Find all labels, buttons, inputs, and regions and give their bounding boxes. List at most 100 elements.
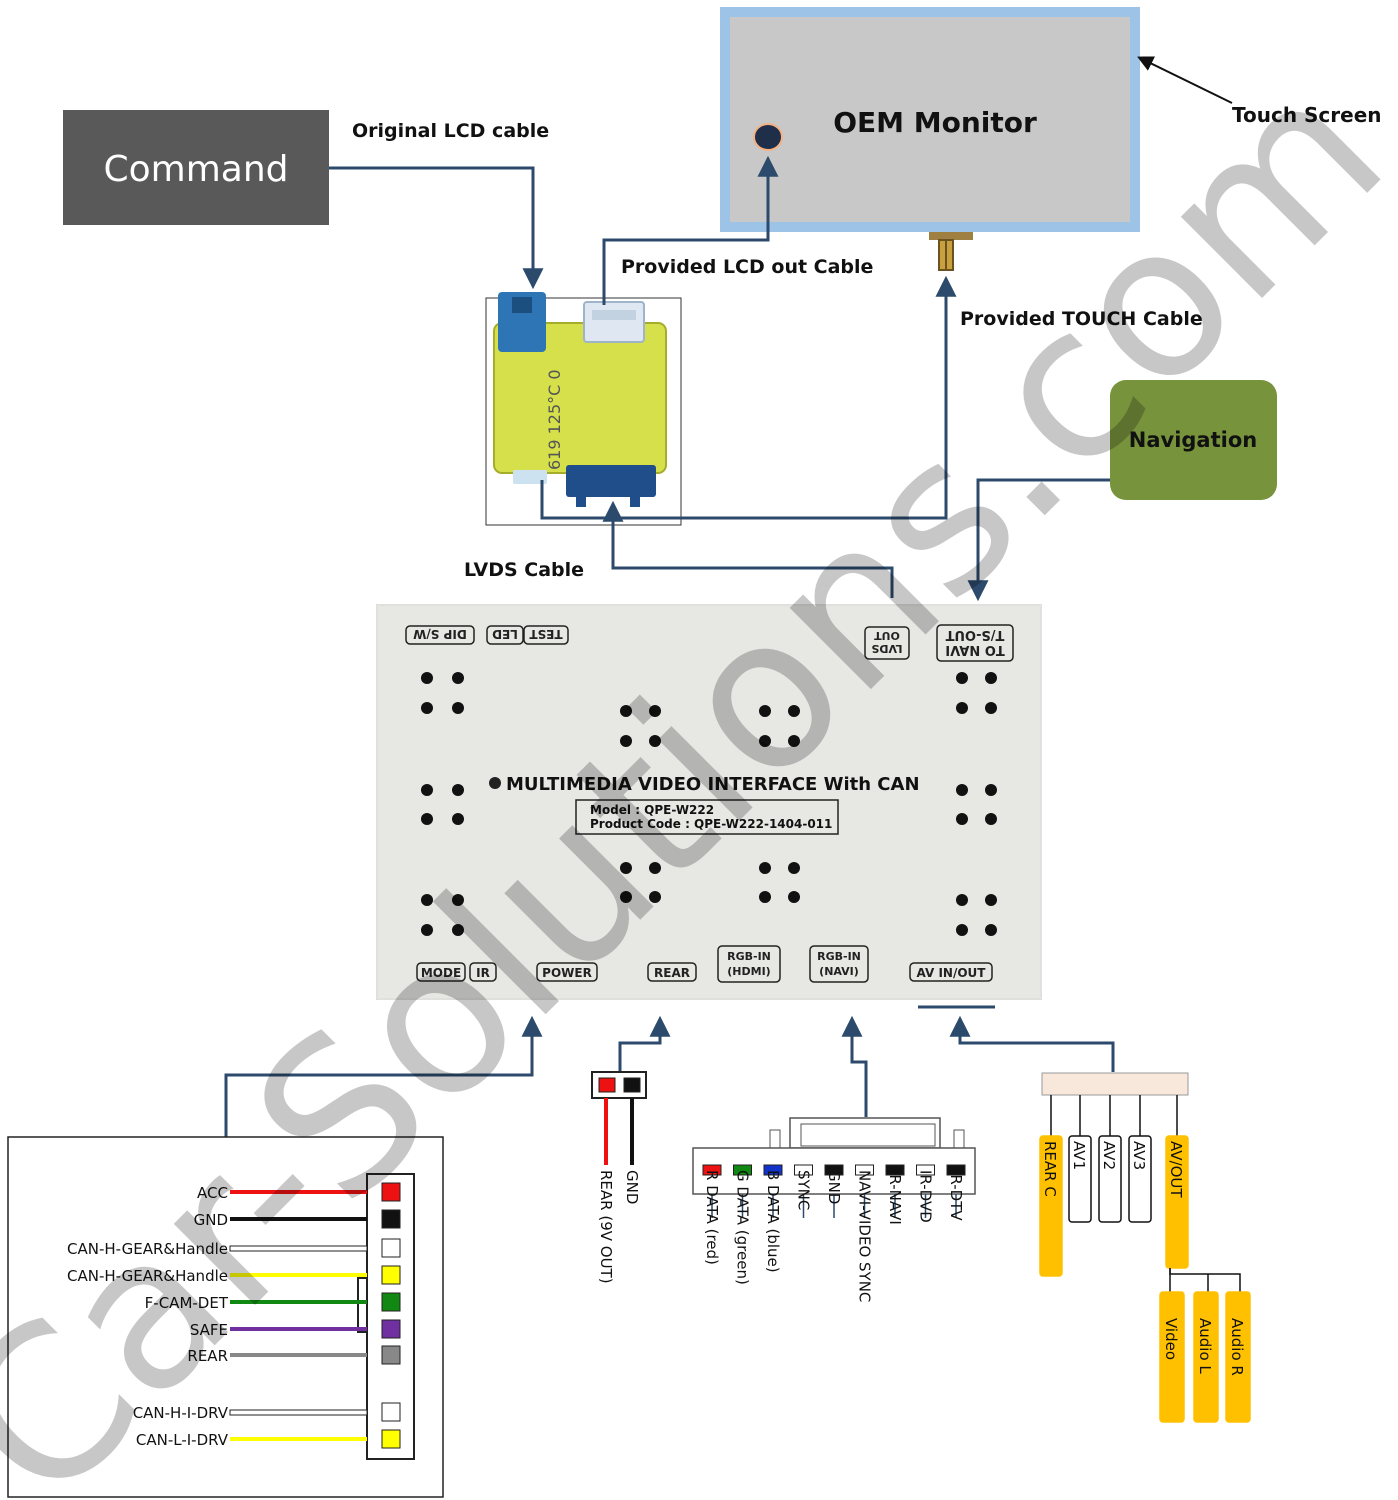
harness-label: CAN-H-I-DRV bbox=[133, 1404, 229, 1422]
monitor-lcd-port bbox=[753, 123, 783, 151]
rear-labels: REAR (9V OUT) GND bbox=[597, 1170, 641, 1284]
svg-text:AV IN/OUT: AV IN/OUT bbox=[917, 966, 987, 980]
top-label-lvds-out: LVDS OUT bbox=[864, 626, 910, 660]
svg-text:TEST: TEST bbox=[529, 627, 563, 641]
touch-connector bbox=[929, 232, 973, 271]
port-label-ir: IR bbox=[469, 962, 497, 982]
av-connector-body bbox=[1041, 1072, 1189, 1096]
harness-row-f-cam-det-4: F-CAM-DET bbox=[145, 1292, 401, 1312]
rear-wire-label: GND bbox=[623, 1170, 641, 1204]
rgb-connector: R DATA (red) G DATA (green) B DATA (blue) S… bbox=[692, 1117, 976, 1302]
lvds-cable-label: LVDS Cable bbox=[464, 559, 584, 581]
rgb-pin-5: NAVI-VIDEO SYNC bbox=[855, 1164, 874, 1302]
svg-text:T/S-OUT: T/S-OUT bbox=[945, 627, 1004, 642]
rgb-pin-swatch bbox=[946, 1164, 966, 1176]
rear-connector: REAR (9V OUT) GND bbox=[591, 1071, 647, 1284]
rgb-pin-2: B DATA (blue) bbox=[763, 1164, 783, 1273]
av-tag-body bbox=[1039, 1135, 1063, 1277]
av-tag-label: AV1 bbox=[1070, 1141, 1088, 1170]
av-tag-rear-c: REAR C bbox=[1039, 1095, 1063, 1277]
av-tag-label: AV2 bbox=[1100, 1141, 1118, 1170]
provided-lcd-out-cable bbox=[602, 155, 779, 305]
rgb-pin-swatch bbox=[824, 1164, 844, 1176]
provided-touch-cable-label: Provided TOUCH Cable bbox=[960, 308, 1203, 330]
harness-label: GND bbox=[194, 1211, 228, 1229]
av-tag-label: AV3 bbox=[1130, 1141, 1148, 1170]
svg-text:(HDMI): (HDMI) bbox=[727, 965, 770, 978]
rgb-pin-swatch bbox=[794, 1164, 813, 1176]
svg-text:IR: IR bbox=[476, 966, 490, 980]
rear-pin-red bbox=[598, 1077, 616, 1093]
adapter-marking: 619 125°C 0 bbox=[545, 369, 564, 470]
navigation-label: Navigation bbox=[1129, 428, 1257, 452]
av-tag-av3: AV3 bbox=[1128, 1095, 1152, 1223]
harness-row-safe-5: SAFE bbox=[190, 1319, 401, 1339]
harness-row-can-h-i-drv-7: CAN-H-I-DRV bbox=[133, 1402, 401, 1422]
rgb-pin-0: R DATA (red) bbox=[702, 1164, 722, 1265]
rgb-pin-label: IR-DVD bbox=[917, 1170, 935, 1223]
av-tag-body bbox=[1128, 1135, 1152, 1223]
svg-text:MODE: MODE bbox=[421, 966, 461, 980]
rear-cable bbox=[618, 1015, 671, 1072]
av-tag-body bbox=[1165, 1135, 1189, 1269]
product-code-text: Product Code : QPE-W222-1404-011 bbox=[590, 817, 832, 831]
harness-row-rear-6: REAR bbox=[187, 1345, 401, 1365]
rgb-pin-label: GND bbox=[825, 1170, 843, 1204]
av-tag-body bbox=[1068, 1135, 1092, 1223]
rgb-pin-1: G DATA (green) bbox=[733, 1164, 752, 1285]
lcd-adapter: 619 125°C 0 bbox=[485, 292, 682, 526]
av-bottom-tags: Video Audio L Audio R bbox=[1159, 1268, 1251, 1423]
watermark: Car-Solutions.com bbox=[0, 29, 1398, 1500]
rgb-pin-4: GND bbox=[824, 1164, 844, 1218]
rgb-pin-swatch bbox=[733, 1164, 752, 1176]
harness-pin bbox=[381, 1292, 401, 1312]
rgb-pin-7: IR-DVD bbox=[916, 1164, 935, 1223]
av-out-video: Video bbox=[1159, 1291, 1185, 1423]
svg-text:(NAVI): (NAVI) bbox=[819, 965, 859, 978]
command-label: Command bbox=[103, 149, 288, 190]
av-out-label: Audio R bbox=[1228, 1318, 1246, 1376]
top-label-led: LED bbox=[486, 625, 524, 645]
interface-box: DIP S/W TEST LED LVDS OUT TO NAVI T/S-OU… bbox=[376, 604, 1042, 1009]
av-out-body bbox=[1159, 1291, 1185, 1423]
fcam-safe-bracket bbox=[357, 1277, 367, 1333]
rgb-pin-8: IR-DTV bbox=[946, 1164, 966, 1221]
touch-screen-pointer bbox=[1137, 56, 1233, 104]
touch-screen-label: Touch Screen bbox=[1232, 103, 1382, 127]
av-tag-av1: AV1 bbox=[1068, 1095, 1092, 1223]
rgb-pin-3: SYNC bbox=[794, 1164, 813, 1218]
provided-lcd-out-cable-label: Provided LCD out Cable bbox=[621, 256, 873, 278]
rear-wire-label: REAR (9V OUT) bbox=[597, 1170, 615, 1284]
av-split-wire bbox=[1169, 1268, 1241, 1292]
av-out-audio-r: Audio R bbox=[1225, 1291, 1251, 1423]
harness-pin bbox=[381, 1182, 401, 1202]
power-harness-cable bbox=[224, 1015, 543, 1137]
av-out-body bbox=[1225, 1291, 1251, 1423]
port-label-rear: REAR bbox=[647, 962, 697, 982]
svg-text:LVDS: LVDS bbox=[871, 642, 902, 655]
harness-label: CAN-H-GEAR&Handle bbox=[67, 1267, 228, 1285]
svg-text:619 125°C 0: 619 125°C 0 bbox=[545, 369, 564, 470]
harness-rows: ACCGNDCAN-H-GEAR&HandleCAN-H-GEAR&Handle… bbox=[67, 1182, 401, 1449]
av-tag-body bbox=[1098, 1135, 1122, 1223]
harness-pin bbox=[381, 1319, 401, 1339]
navigation-unit: Navigation bbox=[1110, 380, 1277, 500]
rgb-pin-label: NAVI-VIDEO SYNC bbox=[856, 1170, 874, 1302]
oem-monitor-label: OEM Monitor bbox=[833, 106, 1037, 139]
port-label-rgb-hdmi: RGB-IN (HDMI) bbox=[717, 945, 781, 983]
top-label-dip-sw: DIP S/W bbox=[405, 625, 475, 645]
harness-label: CAN-H-GEAR&Handle bbox=[67, 1240, 228, 1258]
svg-text:TO NAVI: TO NAVI bbox=[945, 642, 1004, 657]
rgb-pin-swatch bbox=[855, 1164, 874, 1176]
rgb-cable bbox=[841, 1015, 868, 1117]
harness-wire bbox=[229, 1409, 368, 1416]
av-out-audio-l: Audio L bbox=[1193, 1291, 1219, 1423]
port-label-mode: MODE bbox=[416, 962, 466, 982]
rgb-pin-label: B DATA (blue) bbox=[764, 1170, 782, 1273]
model-text: Model : QPE-W222 bbox=[590, 803, 714, 817]
harness-label: ACC bbox=[197, 1184, 228, 1202]
harness-row-can-h-gear-handle-2: CAN-H-GEAR&Handle bbox=[67, 1238, 401, 1258]
